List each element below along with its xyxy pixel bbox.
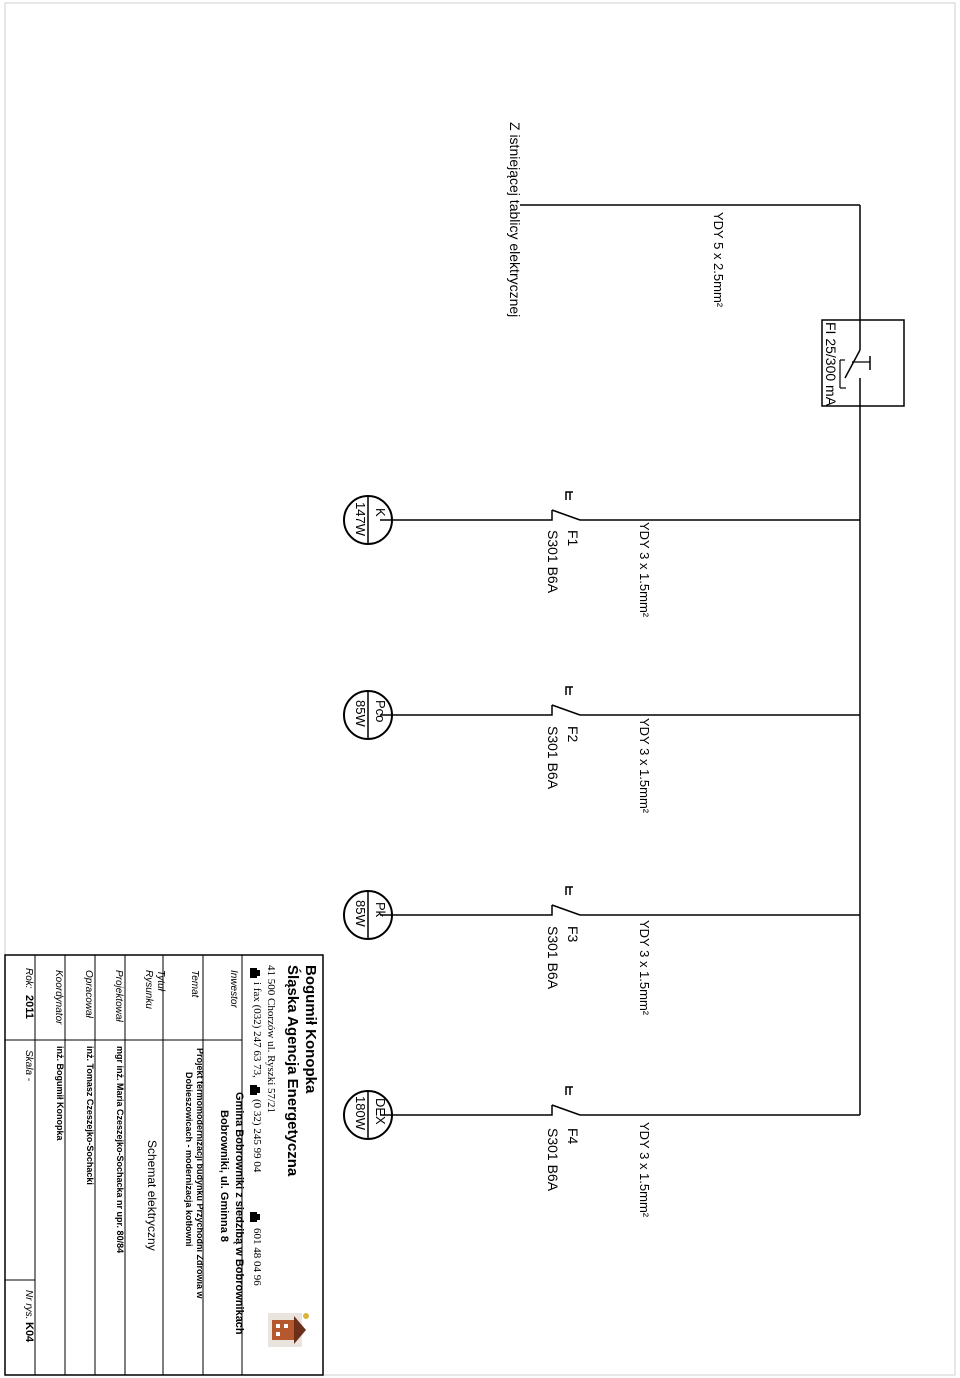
circuit-f1: F1 S301 B6A YDY 3 x 1.5mm² K 147W bbox=[343, 491, 652, 618]
circuit-f3: F3 S301 B6A YDY 3 x 1.5mm² Pk 85W bbox=[343, 886, 652, 1016]
breaker-f2-label: F2 bbox=[565, 726, 581, 743]
load-pk-name: Pk bbox=[373, 902, 388, 918]
cable-f4-label: YDY 3 x 1.5mm² bbox=[637, 1122, 652, 1218]
company-phone-fax: i fax (032) 247 63 73, bbox=[251, 982, 263, 1078]
rcd-symbol bbox=[821, 319, 905, 407]
mobile-phone-icon bbox=[250, 1212, 260, 1222]
company-phone: (0 32) 245 99 04 bbox=[251, 1099, 263, 1173]
load-k-name: K bbox=[373, 508, 388, 517]
topic-label: Temat bbox=[189, 970, 200, 999]
circuit-f4: F4 S301 B6A YDY 3 x 1.5mm² DEX 180W bbox=[343, 1086, 652, 1218]
designer-name: mgr inż. Maria Czeszejko-Sochacka nr upr… bbox=[115, 1046, 125, 1253]
phone-icon bbox=[250, 1085, 260, 1095]
drawing-number: K04 bbox=[23, 1322, 35, 1343]
title-block: Bogumił Konopka Śląska Agencja Energetyc… bbox=[4, 954, 324, 1376]
company-subtitle: Śląska Agencja Energetyczna bbox=[284, 965, 302, 1177]
rcd-label: FI 25/300 mA bbox=[823, 322, 839, 407]
topic-line1: Projekt termomodernizacji budynku Przych… bbox=[195, 1048, 205, 1300]
breaker-f2-type: S301 B6A bbox=[545, 726, 561, 790]
load-dex-power: 180W bbox=[353, 1096, 368, 1131]
cable-f1-label: YDY 3 x 1.5mm² bbox=[637, 522, 652, 618]
company-name: Bogumił Konopka bbox=[302, 965, 319, 1094]
load-pco-name: Pco bbox=[373, 700, 388, 722]
coordinator-name: inż. Bogumił Konopka bbox=[55, 1046, 65, 1141]
investor-line1: Gmina Bobrowniki z siedzibą w Bobrownika… bbox=[233, 1092, 245, 1335]
cable-f2-label: YDY 3 x 1.5mm² bbox=[637, 718, 652, 814]
drawing-title-label-line2: Rysunku bbox=[143, 970, 154, 1009]
drawing-title-label-line1: Tytuł bbox=[155, 970, 166, 992]
company-mobile: 601 48 04 96 bbox=[251, 1228, 263, 1286]
main-cable-label: YDY 5 x 2.5mm² bbox=[711, 212, 726, 308]
drawing-title: Schemat elektryczny bbox=[145, 1140, 159, 1251]
circuit-f2: F2 S301 B6A YDY 3 x 1.5mm² Pco 85W bbox=[343, 686, 652, 814]
year-value: 2011 bbox=[23, 995, 35, 1019]
drawing-number-label: Nr rys. bbox=[23, 1290, 34, 1319]
cable-f3-label: YDY 3 x 1.5mm² bbox=[637, 920, 652, 1016]
load-pk-power: 85W bbox=[353, 900, 368, 927]
investor-line2: Bobrowniki, ul. Gminna 8 bbox=[218, 1110, 230, 1242]
coordinator-label: Koordynator bbox=[53, 970, 64, 1025]
breaker-f4-label: F4 bbox=[565, 1128, 581, 1145]
investor-label: Inwestor bbox=[228, 970, 239, 1008]
supply-note: Z istniejącej tablicy elektrycznej bbox=[507, 122, 523, 317]
topic-line2: Dobieszowicach - modernizacja kotłowni bbox=[184, 1072, 194, 1247]
scale-label: Skala - bbox=[23, 1050, 34, 1082]
company-address: 41 500 Chorzów ul. Ryszki 57/21 bbox=[265, 965, 277, 1113]
breaker-f4-type: S301 B6A bbox=[545, 1128, 561, 1192]
load-pco-power: 85W bbox=[353, 700, 368, 727]
year-label: Rok: bbox=[23, 968, 34, 989]
prepared-by-label: Opracował bbox=[83, 970, 94, 1019]
prepared-by-name: inż. Tomasz Czeszejko-Sochacki bbox=[85, 1046, 95, 1185]
load-k-power: 147W bbox=[353, 502, 368, 537]
bus-wiring bbox=[520, 204, 861, 1116]
sheet-border bbox=[4, 2, 956, 1376]
company-logo bbox=[268, 1313, 309, 1347]
designer-label: Projektował bbox=[113, 970, 124, 1022]
breaker-f1-label: F1 bbox=[565, 530, 581, 547]
phone-icon bbox=[250, 968, 260, 978]
load-dex-name: DEX bbox=[373, 1098, 388, 1125]
breaker-f1-type: S301 B6A bbox=[545, 530, 561, 594]
breaker-f3-label: F3 bbox=[565, 926, 581, 943]
breaker-f3-type: S301 B6A bbox=[545, 926, 561, 990]
